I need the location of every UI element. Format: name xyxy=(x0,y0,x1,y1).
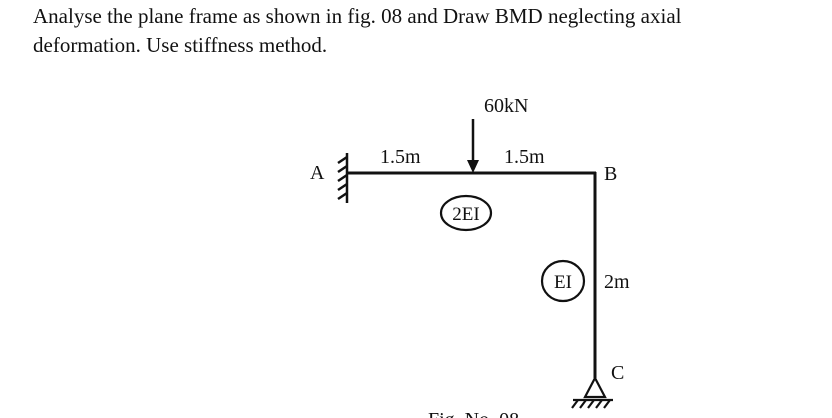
column-length-label: 2m xyxy=(604,271,630,293)
point-load-arrow xyxy=(467,119,479,173)
load-label: 60kN xyxy=(484,95,528,117)
figure-caption: Fig. No. 08 xyxy=(428,409,519,418)
beam-stiffness-circle xyxy=(439,194,493,232)
node-b-label: B xyxy=(604,163,617,185)
question-line-2: deformation. Use stiffness method. xyxy=(33,33,328,57)
span-right-label: 1.5m xyxy=(504,146,545,168)
question-text: Analyse the plane frame as shown in fig.… xyxy=(33,2,823,60)
pin-support-c xyxy=(571,375,613,409)
question-line-1: Analyse the plane frame as shown in fig.… xyxy=(33,4,682,28)
fixed-support-a xyxy=(337,153,349,203)
column-stiffness-label: EI xyxy=(554,272,572,293)
beam-stiffness-label: 2EI xyxy=(452,204,479,225)
node-a-label: A xyxy=(310,162,325,184)
node-c-label: C xyxy=(611,362,624,384)
span-left-label: 1.5m xyxy=(380,146,421,168)
column-stiffness-circle xyxy=(540,259,586,303)
